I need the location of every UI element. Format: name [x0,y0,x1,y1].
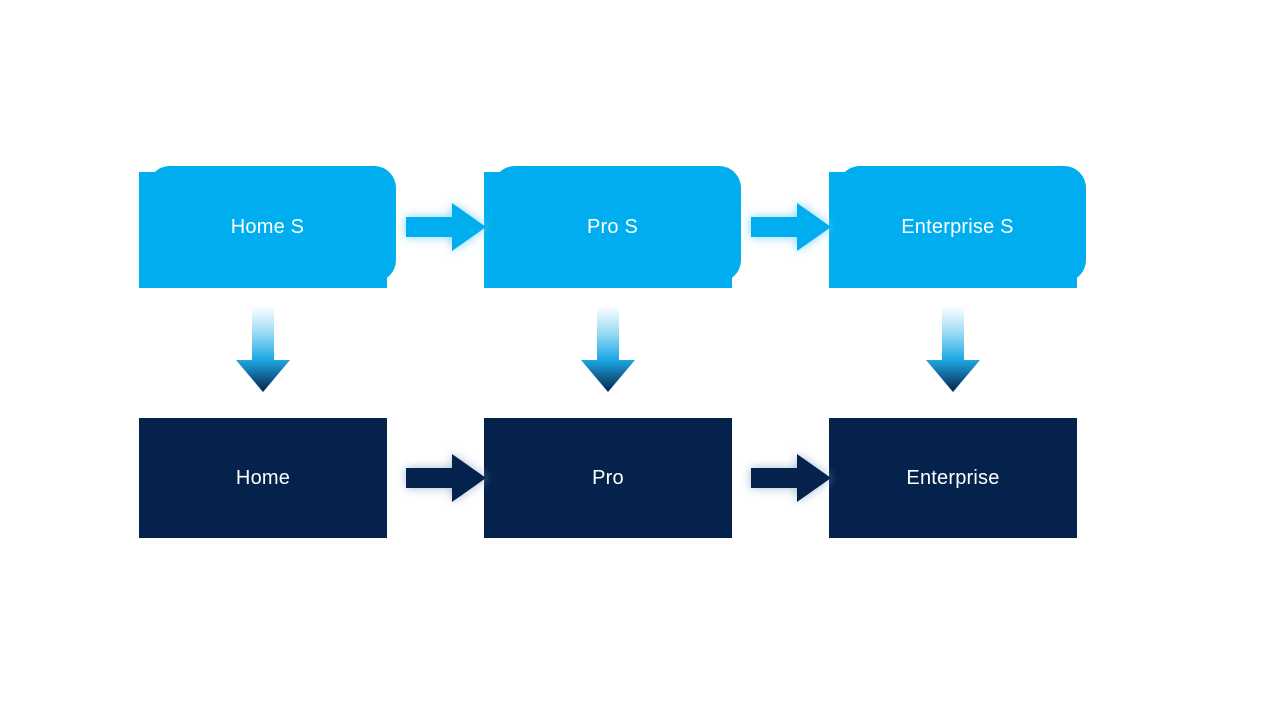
node-pro[interactable]: Pro [484,418,732,538]
arrow-pro-s-to-enterprise-s-icon [749,199,833,255]
arrow-enterprise-s-to-enterprise-icon [924,306,982,394]
arrow-pro-to-enterprise-icon [749,450,833,506]
node-pro-s[interactable]: Pro S [484,166,741,288]
arrow-home-s-to-home-icon [234,306,292,394]
arrow-pro-s-to-pro-icon [579,306,637,394]
node-home[interactable]: Home [139,418,387,538]
node-enterprise[interactable]: Enterprise [829,418,1077,538]
node-enterprise-s[interactable]: Enterprise S [829,166,1086,288]
node-home-label: Home [235,466,291,489]
node-home-s-label: Home S [230,215,305,238]
node-home-s-rounded-shape [148,166,396,282]
node-pro-s-rounded-shape [493,166,741,282]
node-enterprise-s-rounded-shape [838,166,1086,282]
arrow-home-to-pro-icon [404,450,488,506]
node-enterprise-label: Enterprise [906,466,1000,489]
arrow-home-s-to-pro-s-icon [404,199,488,255]
node-pro-s-label: Pro S [586,215,639,238]
node-pro-label: Pro [592,466,624,489]
node-home-s[interactable]: Home S [139,166,396,288]
node-enterprise-s-label: Enterprise S [901,215,1014,238]
